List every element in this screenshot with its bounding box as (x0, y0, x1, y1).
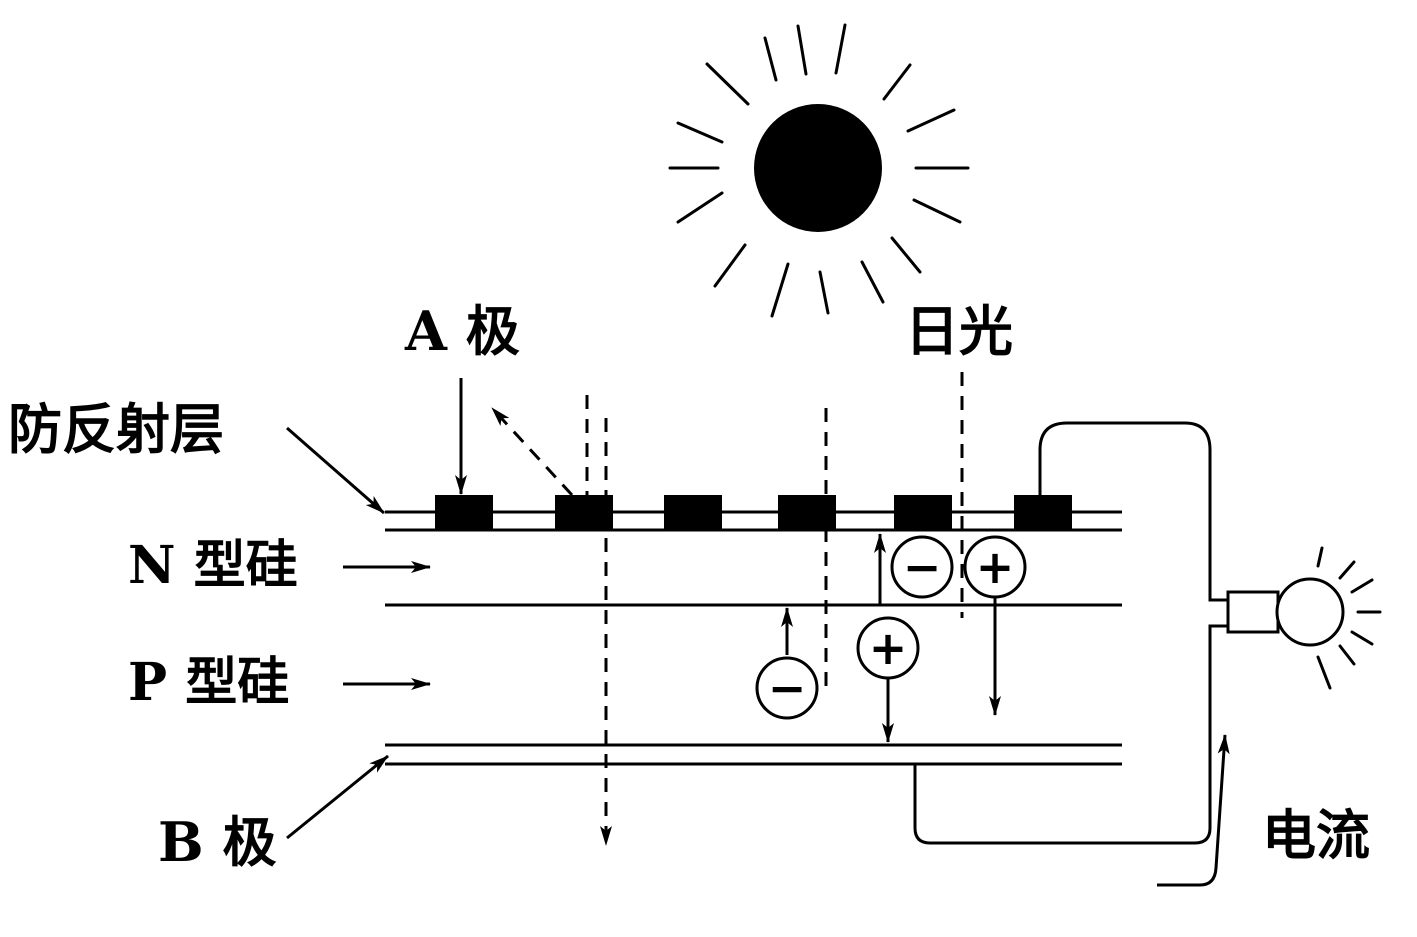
anti-reflection-label: 防反射层 (8, 397, 224, 461)
n-silicon-label: N 型硅 (128, 535, 298, 596)
sunlight-label: 日光 (905, 299, 1013, 363)
external-circuit-top-wire (1038, 421, 1228, 602)
plus-symbol: + (976, 540, 1015, 594)
sun-icon (668, 23, 970, 318)
hole-carrier-p: + (856, 616, 920, 680)
electrode-3 (664, 495, 722, 530)
b-electrode-label: B 极 (158, 810, 277, 874)
electron-carrier-n: − (890, 535, 954, 599)
electrode-2 (555, 495, 613, 530)
a-electrode-label: A 极 (405, 299, 520, 363)
anti-reflection-pointer (286, 426, 385, 515)
plus-symbol: + (869, 621, 908, 675)
current-direction-arrow (1157, 734, 1230, 887)
top-electrodes (435, 495, 1072, 530)
light-bulb-icon (1226, 546, 1382, 690)
hole-carrier-n: + (963, 535, 1027, 599)
minus-symbol: − (903, 540, 942, 594)
electron-carrier-p: − (755, 656, 819, 720)
current-label: 电流 (1262, 803, 1370, 867)
electrode-1 (435, 495, 493, 530)
p-silicon-label: P 型硅 (128, 652, 290, 713)
electrode-5 (894, 495, 952, 530)
electrode-6 (1014, 495, 1072, 530)
b-electrode-pointer (286, 754, 389, 840)
minus-symbol: − (768, 661, 807, 715)
reflected-ray-outgoing (490, 406, 574, 497)
external-circuit-bottom-wire (913, 624, 1228, 845)
